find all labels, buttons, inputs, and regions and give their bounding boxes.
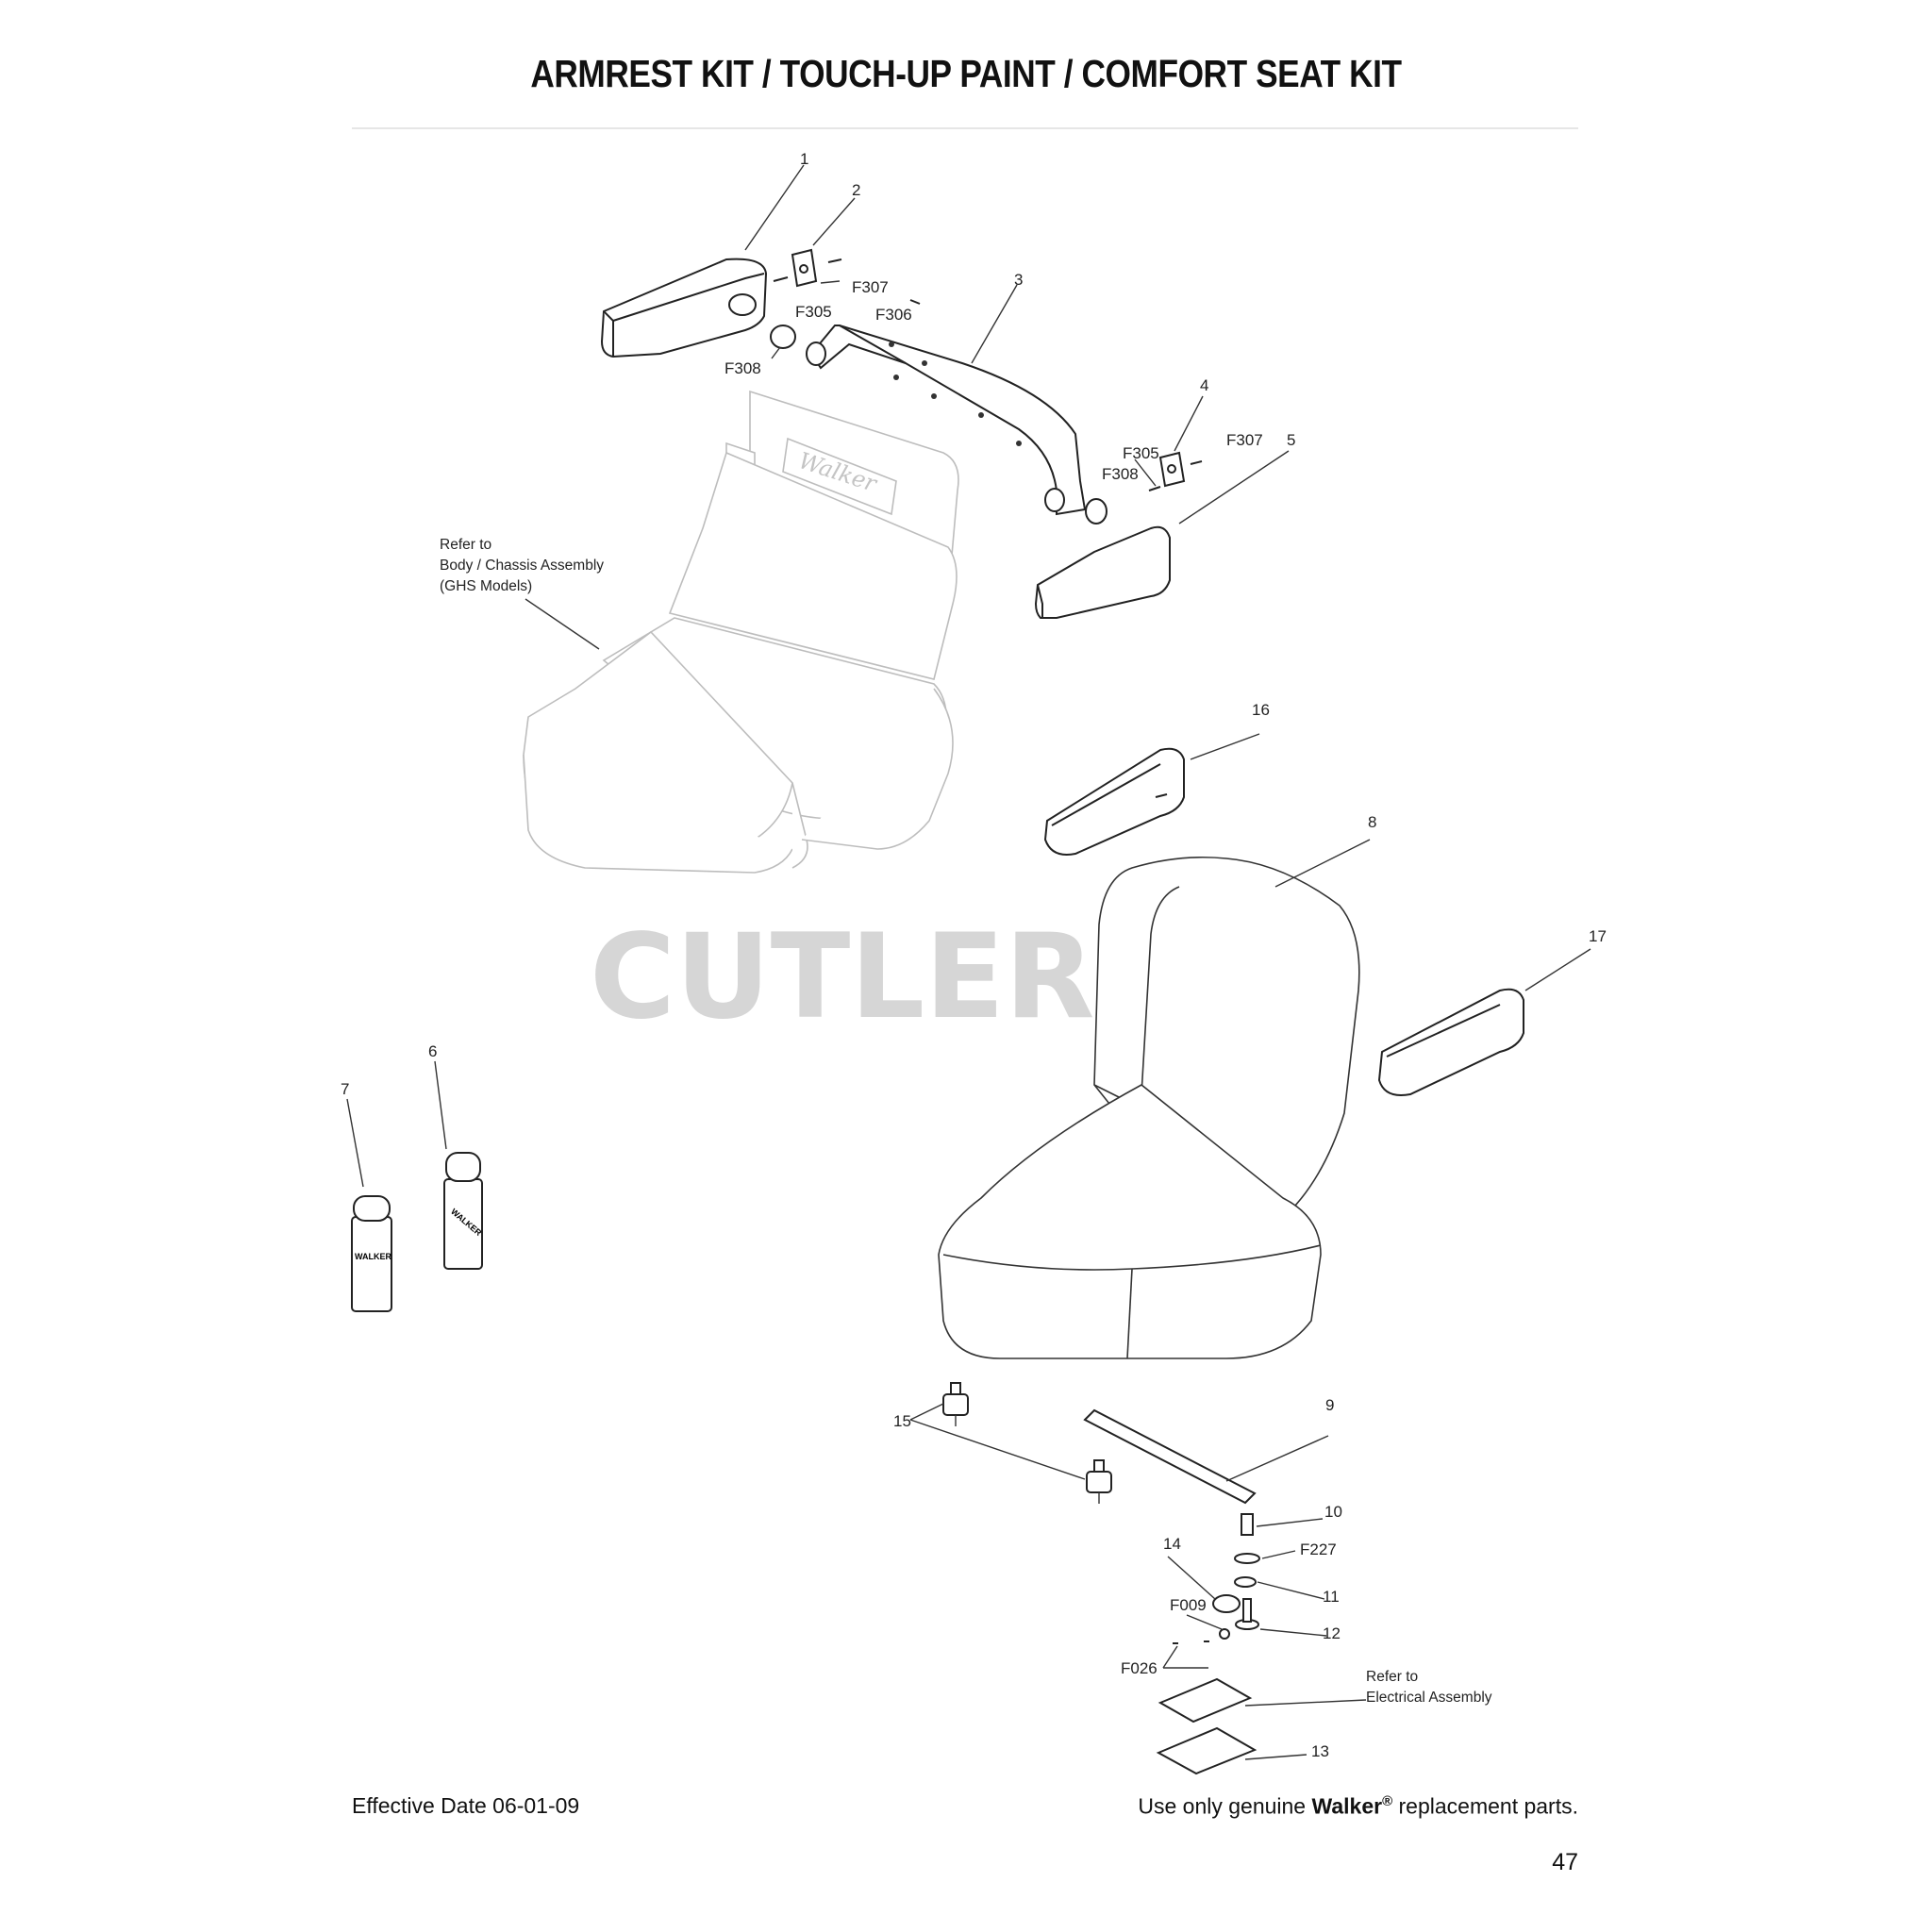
effective-date: Effective Date 06-01-09 xyxy=(352,1793,580,1818)
callout-17: 17 xyxy=(1589,927,1607,945)
callout-f307-left: F307 xyxy=(852,278,889,296)
leader-lines xyxy=(346,164,1591,1760)
mount-plate-right xyxy=(1148,451,1203,491)
callout-3: 3 xyxy=(1014,271,1023,289)
callout-16: 16 xyxy=(1252,701,1270,719)
armrest-comfort-right xyxy=(1377,988,1524,1096)
callout-8: 8 xyxy=(1368,813,1376,831)
armrest-left xyxy=(600,258,768,358)
mount-plate-left xyxy=(773,248,842,288)
callout-f308-right: F308 xyxy=(1102,465,1139,483)
callout-labels: 1 2 3 4 5 6 7 8 9 10 11 12 13 14 15 16 1… xyxy=(341,150,1607,1760)
callout-10: 10 xyxy=(1324,1503,1342,1521)
callout-2: 2 xyxy=(852,181,860,199)
armrest-bracket xyxy=(806,325,1087,516)
callout-f306: F306 xyxy=(875,306,912,324)
comfort-seat xyxy=(938,856,1360,1359)
svg-text:Refer to: Refer to xyxy=(440,537,491,553)
callout-f009: F009 xyxy=(1170,1596,1207,1614)
callout-6: 6 xyxy=(428,1042,437,1060)
note-electrical: Refer to Electrical Assembly xyxy=(1366,1669,1492,1706)
washer-left xyxy=(770,325,796,349)
callout-14: 14 xyxy=(1163,1535,1181,1553)
callout-13: 13 xyxy=(1311,1742,1329,1760)
note-body-chassis: Refer to Body / Chassis Assembly (GHS Mo… xyxy=(440,537,604,594)
seat-switch-stack xyxy=(1156,1513,1260,1775)
title-divider xyxy=(352,127,1578,129)
armrest-right xyxy=(1034,525,1171,619)
callout-9: 9 xyxy=(1325,1396,1334,1414)
callout-f026: F026 xyxy=(1121,1659,1158,1677)
callout-f305-left: F305 xyxy=(795,303,832,321)
callout-11: 11 xyxy=(1323,1588,1340,1606)
svg-text:Body / Chassis Assembly: Body / Chassis Assembly xyxy=(440,558,604,574)
registered-mark: ® xyxy=(1382,1793,1393,1809)
page-title: ARMREST KIT / TOUCH-UP PAINT / COMFORT S… xyxy=(530,52,1402,95)
genuine-parts-notice: Use only genuine Walker® replacement par… xyxy=(1138,1793,1578,1819)
callout-12: 12 xyxy=(1323,1624,1341,1642)
can-label-7: WALKER xyxy=(355,1252,391,1261)
callout-f227: F227 xyxy=(1300,1541,1337,1558)
rubber-mount-lower xyxy=(1086,1459,1112,1504)
page-number: 47 xyxy=(1552,1849,1578,1875)
washer-right xyxy=(1085,498,1108,525)
callout-15: 15 xyxy=(893,1412,911,1430)
rubber-mount-upper xyxy=(942,1382,969,1426)
callout-f305-right: F305 xyxy=(1123,444,1159,462)
svg-text:(GHS Models): (GHS Models) xyxy=(440,578,532,594)
brand-name: Walker xyxy=(1311,1793,1383,1819)
callout-f307-right: F307 xyxy=(1226,431,1263,449)
callout-7: 7 xyxy=(341,1080,349,1098)
svg-text:Electrical Assembly: Electrical Assembly xyxy=(1366,1690,1492,1706)
armrest-comfort-left xyxy=(1043,747,1185,856)
callout-4: 4 xyxy=(1200,376,1208,394)
callout-f308-left: F308 xyxy=(724,359,761,377)
callout-1: 1 xyxy=(800,150,808,168)
seat-strap xyxy=(1083,1408,1257,1505)
screw-f306 xyxy=(909,299,921,305)
callout-5: 5 xyxy=(1287,431,1295,449)
reference-seat: Walker xyxy=(523,390,959,874)
svg-text:Refer to: Refer to xyxy=(1366,1669,1418,1685)
paint-can-7: WALKER xyxy=(351,1195,392,1312)
paint-can-6: WALKER xyxy=(443,1152,484,1270)
